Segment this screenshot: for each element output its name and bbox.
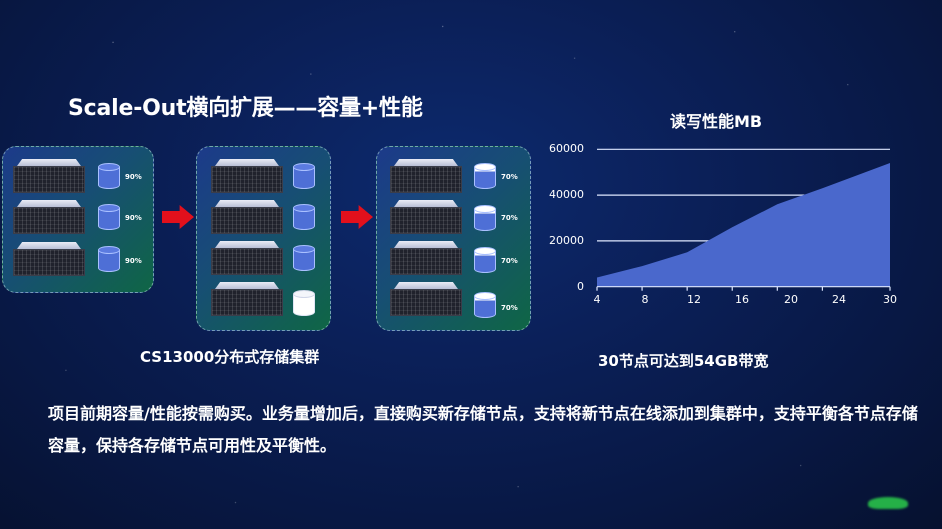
server-icon <box>390 200 462 234</box>
server-icon <box>13 200 85 234</box>
cluster-stage-3: 70% 70% 70% 70% <box>376 146 531 331</box>
y-tick-label: 20000 <box>549 234 584 247</box>
cluster-stage-2 <box>196 146 331 331</box>
y-tick-label: 0 <box>577 280 584 293</box>
storage-cylinder-icon <box>98 163 120 191</box>
cluster-caption: CS13000分布式存储集群 <box>140 348 320 366</box>
gridlines <box>597 148 890 242</box>
x-tick-label: 24 <box>832 293 846 306</box>
company-logo-icon <box>868 497 908 509</box>
usage-label: 70% <box>501 257 518 265</box>
y-tick-label: 60000 <box>549 142 584 155</box>
server-icon <box>13 242 85 276</box>
x-tick-label: 8 <box>641 293 649 306</box>
server-icon <box>390 159 462 193</box>
area-series <box>597 163 890 287</box>
slide-title: Scale-Out横向扩展——容量+性能 <box>68 96 423 121</box>
x-axis <box>596 286 891 291</box>
server-icon <box>390 282 462 316</box>
chart-title: 读写性能MB <box>670 112 763 131</box>
usage-label: 90% <box>125 214 142 222</box>
empty-storage-cylinder-icon <box>293 290 315 318</box>
server-icon <box>211 241 283 275</box>
description-paragraph: 项目前期容量/性能按需购买。业务量增加后，直接购买新存储节点，支持将新节点在线添… <box>48 404 918 455</box>
y-tick-label: 40000 <box>549 188 584 201</box>
storage-cylinder-icon <box>293 204 315 232</box>
server-icon <box>13 159 85 193</box>
storage-cylinder-icon <box>98 246 120 274</box>
storage-cylinder-icon <box>474 163 496 191</box>
cluster-stage-1: 90% 90% 90% <box>2 146 154 293</box>
server-icon <box>211 159 283 193</box>
server-icon <box>211 282 283 316</box>
server-icon <box>390 241 462 275</box>
x-tick-label: 12 <box>687 293 701 306</box>
storage-cylinder-icon <box>474 247 496 275</box>
usage-label: 90% <box>125 173 142 181</box>
arrow-right-icon <box>162 205 194 229</box>
storage-cylinder-icon <box>293 163 315 191</box>
chart-caption: 30节点可达到54GB带宽 <box>598 352 769 370</box>
x-tick-label: 16 <box>735 293 749 306</box>
storage-cylinder-icon <box>98 204 120 232</box>
usage-label: 70% <box>501 173 518 181</box>
server-icon <box>211 200 283 234</box>
storage-cylinder-icon <box>293 245 315 273</box>
storage-cylinder-icon <box>474 205 496 233</box>
arrow-right-icon <box>341 205 373 229</box>
x-tick-label: 20 <box>784 293 798 306</box>
x-tick-label: 4 <box>593 293 601 306</box>
usage-label: 70% <box>501 304 518 312</box>
storage-cylinder-icon <box>474 292 496 320</box>
usage-label: 70% <box>501 214 518 222</box>
usage-label: 90% <box>125 257 142 265</box>
x-tick-label: 30 <box>883 293 897 306</box>
